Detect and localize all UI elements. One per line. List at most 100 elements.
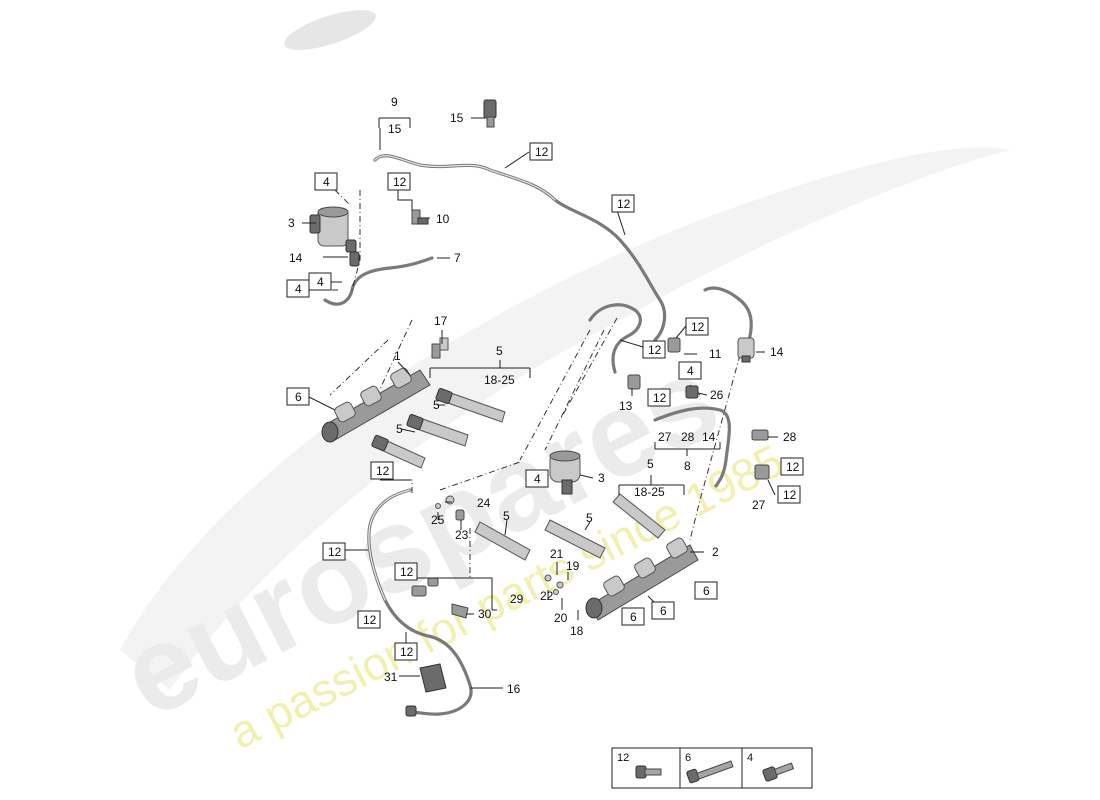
- return-line-right: [703, 286, 753, 347]
- sensor-26-part: [685, 385, 699, 399]
- callout-25: 25: [431, 513, 445, 527]
- callout-28-group: 28: [681, 430, 695, 444]
- watermark: eurospares a passion for parts since 198…: [101, 10, 1010, 759]
- callout-9: 9: [391, 95, 398, 109]
- callout-19: 19: [566, 559, 580, 573]
- bracket-10-part: [411, 209, 429, 225]
- watermark-swoosh: [120, 147, 1010, 691]
- injector-upper-1-part: [435, 388, 506, 423]
- callout-7: 7: [454, 251, 461, 265]
- long-bolt-icon: [686, 760, 734, 784]
- callout-27-clip: 27: [752, 498, 766, 512]
- injector-lower-2-part: [544, 519, 606, 559]
- seal-25-part: [435, 503, 441, 509]
- callout-6-boxed: 6: [286, 387, 310, 406]
- svg-text:12: 12: [786, 460, 800, 474]
- svg-text:4: 4: [317, 275, 324, 289]
- short-bolt-icon: [635, 765, 662, 779]
- ring-19-part: [556, 581, 564, 589]
- svg-text:4: 4: [534, 472, 541, 486]
- svg-text:6: 6: [660, 604, 667, 618]
- callout-5-low: 5: [396, 422, 403, 436]
- callout-2: 2: [712, 545, 719, 559]
- seal-24-part: [445, 495, 455, 505]
- callout-6-boxed: 6: [651, 601, 675, 620]
- callout-12-boxed: 12: [322, 542, 346, 561]
- seal-23-part: [455, 509, 465, 521]
- callout-12-boxed: 12: [685, 317, 709, 336]
- callout-12-boxed: 12: [370, 461, 394, 480]
- clip-27-part: [754, 464, 770, 480]
- callout-5-right: 5: [647, 457, 654, 471]
- fastener-legend: 12 6 4: [611, 747, 813, 789]
- lower-left-fuel-line: [323, 256, 434, 306]
- crossover-line: [588, 303, 642, 374]
- callout-12-boxed: 12: [529, 142, 553, 161]
- callout-18-25-upper: 18-25: [484, 373, 515, 387]
- callout-26: 26: [710, 388, 724, 402]
- callout-12-boxed: 12: [647, 388, 671, 407]
- callout-23: 23: [455, 528, 469, 542]
- callout-12-boxed: 12: [394, 642, 418, 661]
- callout-20: 20: [554, 611, 568, 625]
- callout-4-boxed: 4: [308, 272, 332, 291]
- callout-3-left: 3: [288, 216, 295, 230]
- assembly-leaders: [320, 189, 741, 580]
- svg-text:12: 12: [400, 565, 414, 579]
- callout-14-left: 14: [289, 251, 303, 265]
- svg-text:12: 12: [648, 343, 662, 357]
- fuel-filter-14-part: [737, 337, 755, 363]
- svg-text:12: 12: [328, 545, 342, 559]
- clip-28-part: [751, 429, 769, 441]
- callout-4-boxed: 4: [525, 469, 549, 488]
- fuel-lines: [323, 154, 753, 716]
- callout-leaders: [302, 117, 778, 689]
- callout-5-lower-left: 5: [503, 509, 510, 523]
- callout-8: 8: [684, 459, 691, 473]
- svg-text:12: 12: [376, 464, 390, 478]
- bracket-30-part: [451, 603, 469, 619]
- fuel-rail-2-part: [585, 537, 699, 621]
- callout-22: 22: [540, 589, 554, 603]
- callout-4-boxed: 4: [314, 172, 338, 191]
- callout-16: 16: [507, 682, 521, 696]
- callout-13: 13: [619, 399, 633, 413]
- svg-text:6: 6: [703, 584, 710, 598]
- callout-labels: 9 15 15 12 4 12 3 10 12 14 7 4 4 17 5 1 …: [286, 95, 804, 696]
- svg-text:12: 12: [363, 613, 377, 627]
- bracket-13-part: [627, 374, 641, 390]
- fuel-rail-1-part: [321, 367, 431, 443]
- bracket-29-part: [411, 577, 439, 597]
- svg-text:12: 12: [400, 645, 414, 659]
- callout-27-group: 27: [658, 430, 672, 444]
- callout-4-boxed: 4: [678, 361, 702, 380]
- svg-text:6: 6: [295, 390, 302, 404]
- callout-12-boxed: 12: [387, 172, 411, 191]
- callout-29: 29: [510, 592, 524, 606]
- callout-15-bracket: 15: [388, 122, 402, 136]
- callout-1: 1: [394, 349, 401, 363]
- callout-24: 24: [477, 496, 491, 510]
- svg-text:4: 4: [323, 175, 330, 189]
- callout-21: 21: [550, 547, 564, 561]
- ring-21-part: [544, 574, 552, 582]
- callout-3-pump: 3: [598, 471, 605, 485]
- legend-label-12: 12: [617, 752, 629, 764]
- legend-label-4: 4: [747, 752, 753, 764]
- legend-label-6: 6: [685, 752, 691, 764]
- clip-11-part: [667, 337, 681, 353]
- connector-17-part: [431, 337, 449, 359]
- callout-30: 30: [478, 607, 492, 621]
- watermark-car-shape: [284, 10, 376, 50]
- callout-10: 10: [436, 212, 450, 226]
- callout-12-boxed: 12: [780, 457, 804, 476]
- callout-14-group: 14: [702, 430, 716, 444]
- pipe-16-end-part: [405, 705, 417, 717]
- injector-lower-3-part: [474, 521, 531, 561]
- svg-text:12: 12: [393, 175, 407, 189]
- callout-14-right: 14: [770, 345, 784, 359]
- callout-5-lower-mid: 5: [586, 511, 593, 525]
- svg-text:12: 12: [535, 145, 549, 159]
